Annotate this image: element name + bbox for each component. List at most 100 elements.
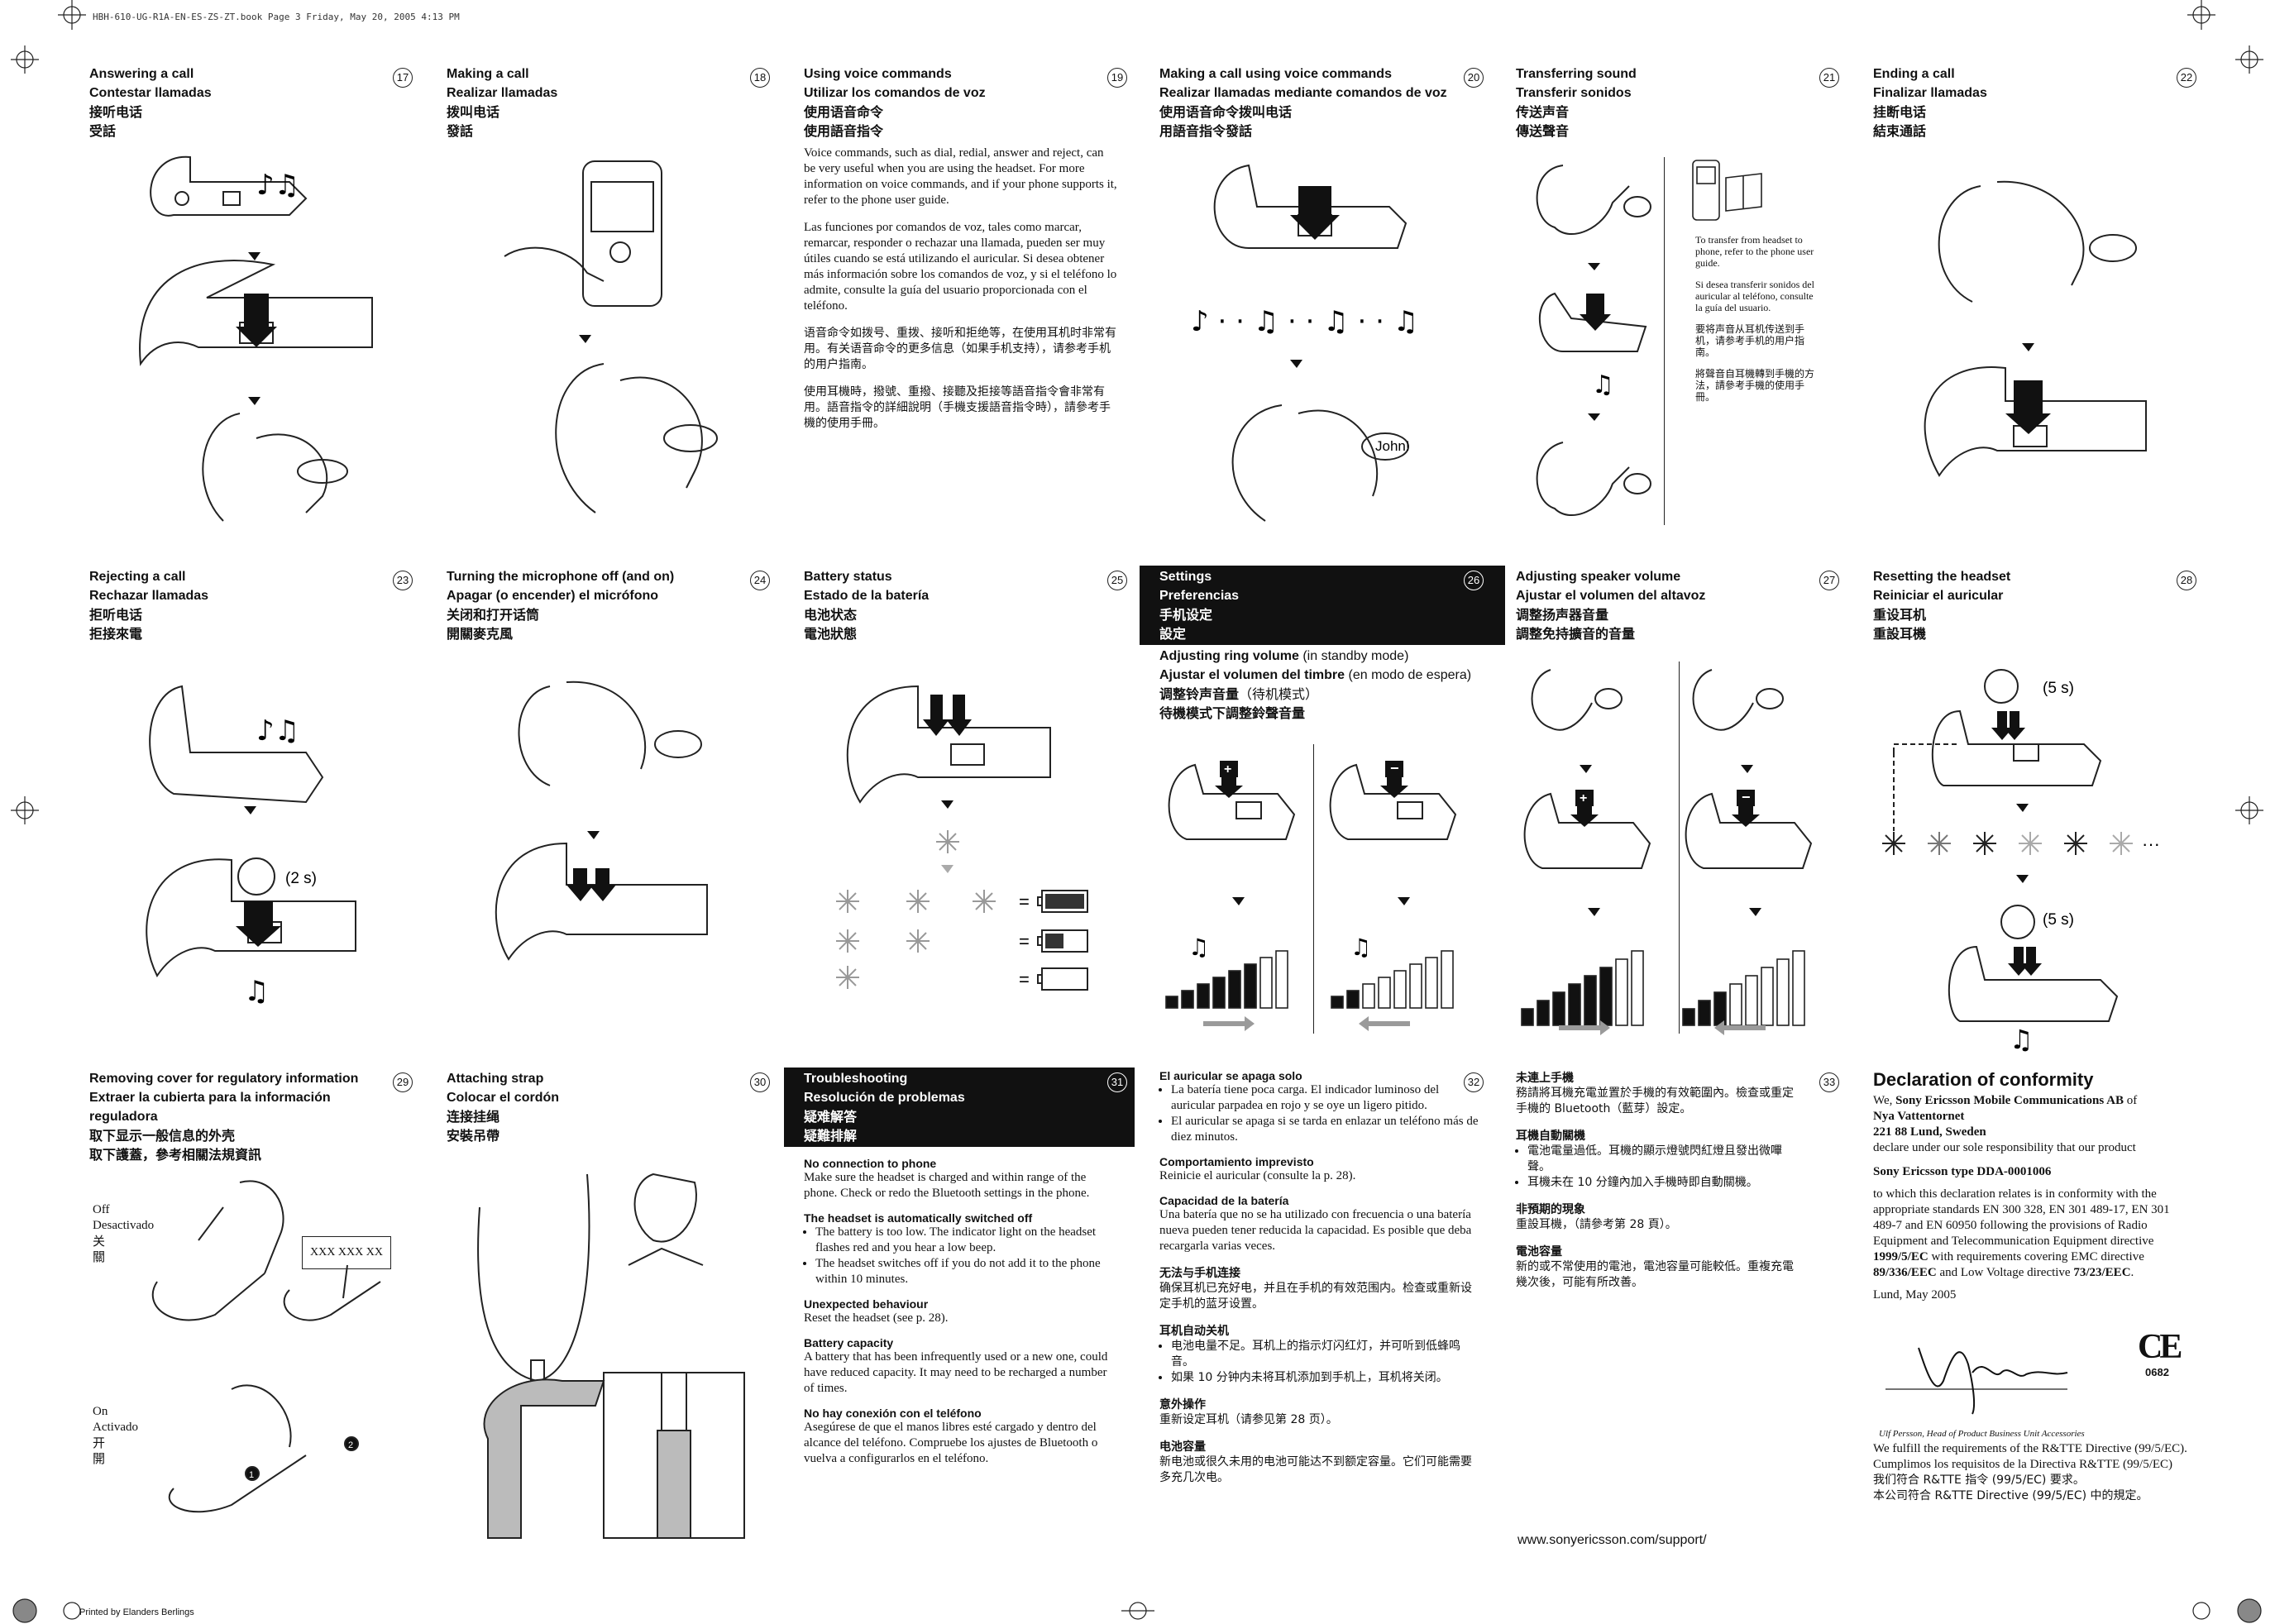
page-number: 28 xyxy=(2177,571,2196,590)
text-zt-unexpected: 重設耳機，（請參考第 28 頁）。 xyxy=(1516,1218,1677,1231)
reject-call-illustration: ♪♫ ♫ (2 s) xyxy=(146,685,356,1008)
title-zs: 疑难解答 xyxy=(804,1109,858,1125)
decl-date: Lund, May 2005 xyxy=(1873,1288,1957,1302)
title-es: Ajustar el volumen del altavoz xyxy=(1516,589,1706,603)
panel-voice-call: Making a call using voice commands Reali… xyxy=(1159,64,1490,141)
text-zs-unexpected: 重新设定耳机（请参见第 28 页）。 xyxy=(1159,1413,1338,1426)
battery-eq-1: = xyxy=(1019,891,1030,912)
title-es: Extraer la cubierta para la información … xyxy=(89,1091,331,1124)
voice-call-illustration: ♪ · · ♫ · · ♫ · · ♫ John! xyxy=(1191,164,1418,522)
title-zs: 调整扬声器音量 xyxy=(1516,607,1609,623)
panel-answering-call: Answering a call Contestar llamadas 接听电话… xyxy=(89,64,420,141)
decl-declare: declare under our sole responsibility th… xyxy=(1873,1141,2136,1154)
title-es: Realizar llamadas mediante comandos de v… xyxy=(1159,86,1447,100)
title-en: Troubleshooting xyxy=(804,1072,908,1086)
title-es: Resolución de problemas xyxy=(804,1091,965,1105)
svg-text:♫: ♫ xyxy=(1188,934,1209,961)
title-zs: 使用语音命令拨叫电话 xyxy=(1159,104,1293,120)
panel-transferring-sound: Transferring sound Transferir sonidos 传送… xyxy=(1516,64,1847,141)
paragraph-en: Voice commands, such as dial, redial, an… xyxy=(804,146,1117,207)
page-number: 21 xyxy=(1819,68,1839,88)
declaration-body: We, Sony Ericsson Mobile Communications … xyxy=(1873,1093,2187,1303)
battery-illustration: = = = xyxy=(836,685,1088,991)
note-es: Si desea transferir sonidos del auricula… xyxy=(1695,279,1814,313)
off-es: Desactivado xyxy=(93,1219,155,1232)
note-en: To transfer from headset to phone, refer… xyxy=(1695,234,1814,269)
battery-eq-2: = xyxy=(1019,931,1030,952)
decl-lv-text: and Low Voltage directive xyxy=(1936,1266,2074,1279)
page-number: 22 xyxy=(2177,68,2196,88)
page-number: 19 xyxy=(1107,68,1127,88)
title-es: Finalizar llamadas xyxy=(1873,86,1987,100)
decl-directive-2: 89/336/EEC xyxy=(1873,1266,1937,1279)
title-es: Colocar el cordón xyxy=(447,1091,560,1105)
title-zt: 安裝吊帶 xyxy=(447,1128,500,1144)
microphone-illustration xyxy=(495,681,708,961)
heading-zt-unexpected: 非預期的現象 xyxy=(1516,1203,1585,1216)
support-url-link[interactable]: www.sonyericsson.com/support/ xyxy=(1517,1533,1707,1547)
page-number: 27 xyxy=(1819,571,1839,590)
title-zt: 開關麥克風 xyxy=(447,626,514,642)
title-es: Preferencias xyxy=(1159,589,1240,603)
title-es: Transferir sonidos xyxy=(1516,86,1632,100)
on-labels: On Activado 开 開 xyxy=(93,1404,138,1467)
heading-unexpected: Unexpected behaviour xyxy=(804,1297,929,1311)
heading-no-conexion: No hay conexión con el teléfono xyxy=(804,1407,982,1420)
panel-settings: Settings Preferencias 手机设定 設定 Adjusting … xyxy=(1140,566,1507,723)
title-zs: 拒听电话 xyxy=(89,607,143,623)
note-zs: 要将声音从耳机传送到手机，请参考手机的用户指南。 xyxy=(1695,323,1805,358)
panel-battery-status: Battery status Estado de la batería 电池状态… xyxy=(804,567,1135,643)
bullet-zs-battery: 电池电量不足。耳机上的指示灯闪红灯，并可听到低蜂鸣音。 xyxy=(1171,1339,1482,1370)
page-number: 17 xyxy=(393,68,413,88)
settings-header: Settings Preferencias 手机设定 設定 xyxy=(1140,566,1505,645)
duration-label: (2 s) xyxy=(285,870,317,887)
page-number: 32 xyxy=(1464,1072,1484,1092)
panel-speaker-volume: Adjusting speaker volume Ajustar el volu… xyxy=(1516,567,1847,643)
text-zt-capacity: 新的或不常使用的電池，電池容量可能較低。重複充電幾次後，可能有所改善。 xyxy=(1516,1260,1794,1289)
bullet-zs-switchoff: 如果 10 分钟内未将耳机添加到手机上，耳机将关闭。 xyxy=(1171,1370,1482,1386)
panel-troubleshooting-zt: 未連上手機 務請將耳機充電並置於手機的有效範圍內。檢查或重定手機的 Blueto… xyxy=(1516,1068,1797,1291)
rtte-zs: 我们符合 R&TTE 指令 (99/5/EC) 要求。 xyxy=(1873,1474,2085,1487)
panel-voice-commands: Using voice commands Utilizar los comand… xyxy=(804,64,1118,432)
speaker-volume-illustration: + − xyxy=(1521,669,1813,1035)
title-en: Rejecting a call xyxy=(89,570,186,584)
title-en: Adjusting speaker volume xyxy=(1516,570,1681,584)
text-battery-capacity: A battery that has been infrequently use… xyxy=(804,1350,1108,1395)
title-en: Transferring sound xyxy=(1516,67,1637,81)
heading-auto-off: The headset is automatically switched of… xyxy=(804,1211,1033,1225)
title-en: Settings xyxy=(1159,570,1212,584)
heading-zs-capacity: 电池容量 xyxy=(1159,1440,1206,1454)
sub-zs-note: （待机模式） xyxy=(1239,686,1319,702)
rtte-zt: 本公司符合 R&TTE Directive (99/5/EC) 中的規定。 xyxy=(1873,1489,2148,1502)
title-es: Contestar llamadas xyxy=(89,86,212,100)
title-en: Answering a call xyxy=(89,67,194,81)
sub-es-note: (en modo de espera) xyxy=(1345,668,1472,682)
text-zs-capacity: 新电池或很久未用的电池可能达不到额定容量。它们可能需要多充几次电。 xyxy=(1159,1455,1472,1484)
svg-text:+: + xyxy=(1224,762,1231,776)
page-number: 33 xyxy=(1819,1072,1839,1092)
text-no-connection: Make sure the headset is charged and wit… xyxy=(804,1171,1090,1200)
title-zt: 受話 xyxy=(89,123,117,139)
sub-es: Ajustar el volumen del timbre xyxy=(1159,668,1345,682)
title-en: Making a call using voice commands xyxy=(1159,67,1392,81)
page-number: 20 xyxy=(1464,68,1484,88)
title-es: Rechazar llamadas xyxy=(89,589,209,603)
off-en: Off xyxy=(93,1203,110,1216)
svg-text:♫: ♫ xyxy=(244,975,269,1008)
on-zt: 開 xyxy=(93,1451,106,1466)
transfer-illustration: ♫ xyxy=(1536,165,1651,517)
page-number: 30 xyxy=(750,1072,770,1092)
signer-caption: Ulf Persson, Head of Product Business Un… xyxy=(1879,1429,2085,1439)
title-zs: 关闭和打开话筒 xyxy=(447,607,540,623)
decl-standards: to which this declaration relates is in … xyxy=(1873,1187,2170,1248)
heading-battery-capacity: Battery capacity xyxy=(804,1336,894,1349)
phone-guide-icon xyxy=(1692,160,1762,221)
answer-call-illustration: ♪♫ xyxy=(139,155,373,522)
panel-resetting-headset: Resetting the headset Reiniciar el auric… xyxy=(1873,567,2204,643)
title-zt: 電池狀態 xyxy=(804,626,858,642)
on-es: Activado xyxy=(93,1421,138,1434)
transfer-notes: To transfer from headset to phone, refer… xyxy=(1695,234,1818,403)
heading-zs-unexpected: 意外操作 xyxy=(1159,1398,1206,1411)
title-en: Ending a call xyxy=(1873,67,1955,81)
page-number: 29 xyxy=(393,1072,413,1092)
